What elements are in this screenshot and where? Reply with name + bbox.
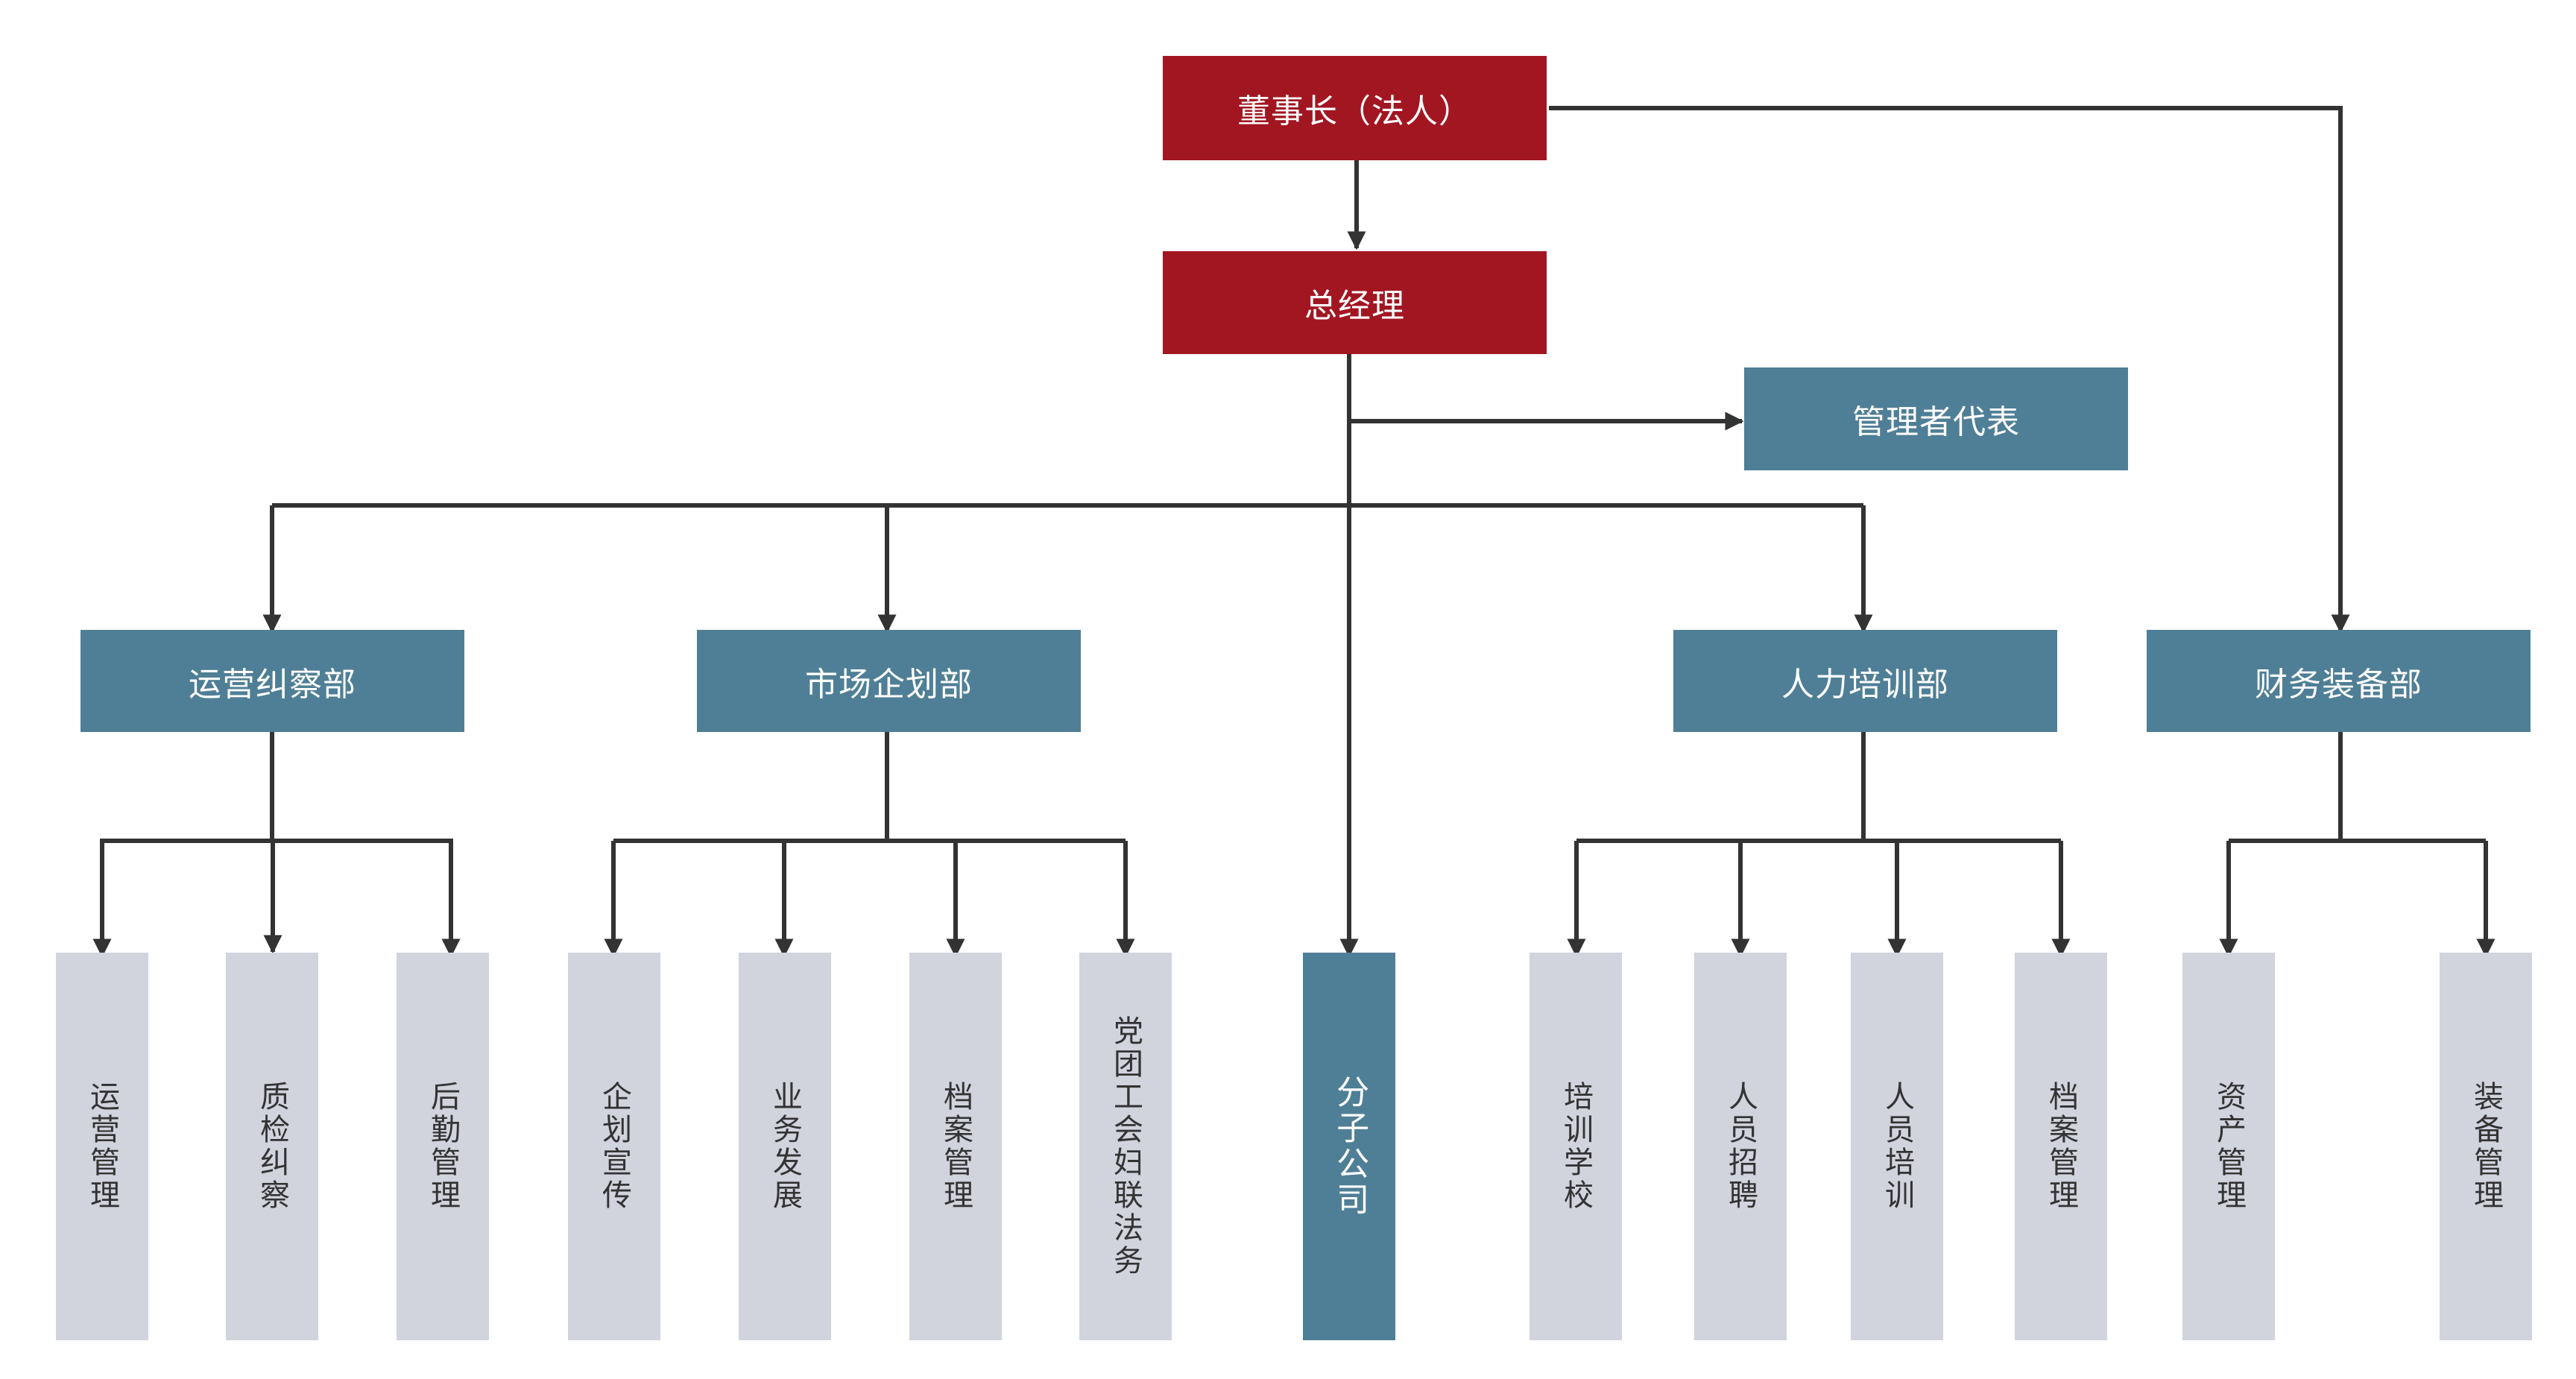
unit-archive-b: 档案管理 xyxy=(2015,953,2107,1340)
unit-biz-dev-label: 业务发展 xyxy=(768,1081,801,1212)
dept-hr: 人力培训部 xyxy=(1673,630,2057,732)
unit-planning: 企划宣传 xyxy=(568,953,660,1340)
dept-market-label: 市场企划部 xyxy=(805,666,973,703)
unit-archive-a: 档案管理 xyxy=(909,953,1002,1340)
mgmt-rep-box: 管理者代表 xyxy=(1744,367,2128,470)
unit-qc: 质检纠察 xyxy=(226,953,318,1340)
unit-training: 人员培训 xyxy=(1851,953,1943,1340)
unit-party-label: 党团工会妇联法务 xyxy=(1109,1015,1142,1278)
unit-logistics: 后勤管理 xyxy=(397,953,489,1340)
unit-archive-b-label: 档案管理 xyxy=(2045,1081,2077,1212)
dept-hr-label: 人力培训部 xyxy=(1781,666,1949,703)
unit-logistics-label: 后勤管理 xyxy=(426,1081,459,1212)
unit-ops-mgmt-label: 运营管理 xyxy=(86,1081,119,1212)
chairman-label: 董事长（法人） xyxy=(1237,93,1472,130)
unit-biz-dev: 业务发展 xyxy=(739,953,831,1340)
dept-market: 市场企划部 xyxy=(697,630,1081,732)
general-manager-label: 总经理 xyxy=(1304,288,1405,324)
unit-asset-label: 资产管理 xyxy=(2212,1081,2245,1212)
unit-asset: 资产管理 xyxy=(2182,953,2275,1340)
unit-branch-label: 分子公司 xyxy=(1331,1075,1368,1218)
chairman-box: 董事长（法人） xyxy=(1163,56,1547,160)
unit-school-label: 培训学校 xyxy=(1559,1081,1592,1212)
dept-finance: 财务装备部 xyxy=(2147,630,2531,732)
unit-equipment-label: 装备管理 xyxy=(2469,1081,2502,1212)
unit-branch: 分子公司 xyxy=(1303,953,1395,1340)
unit-party: 党团工会妇联法务 xyxy=(1079,953,1172,1340)
dept-finance-label: 财务装备部 xyxy=(2255,666,2422,703)
mgmt-rep-label: 管理者代表 xyxy=(1852,404,2020,441)
unit-equipment: 装备管理 xyxy=(2440,953,2532,1340)
unit-recruit: 人员招聘 xyxy=(1694,953,1787,1340)
unit-planning-label: 企划宣传 xyxy=(598,1081,631,1212)
edge-chairman-finance xyxy=(1549,106,2350,634)
dept-ops: 运营纠察部 xyxy=(80,630,464,732)
unit-recruit-label: 人员招聘 xyxy=(1724,1081,1757,1212)
unit-qc-label: 质检纠察 xyxy=(256,1081,288,1212)
edge-ops-units-bus xyxy=(100,839,453,956)
general-manager-box: 总经理 xyxy=(1163,251,1547,354)
unit-ops-mgmt: 运营管理 xyxy=(56,953,148,1340)
unit-school: 培训学校 xyxy=(1530,953,1622,1340)
unit-training-label: 人员培训 xyxy=(1881,1081,1913,1212)
dept-ops-label: 运营纠察部 xyxy=(189,666,356,703)
unit-archive-a-label: 档案管理 xyxy=(939,1081,972,1212)
